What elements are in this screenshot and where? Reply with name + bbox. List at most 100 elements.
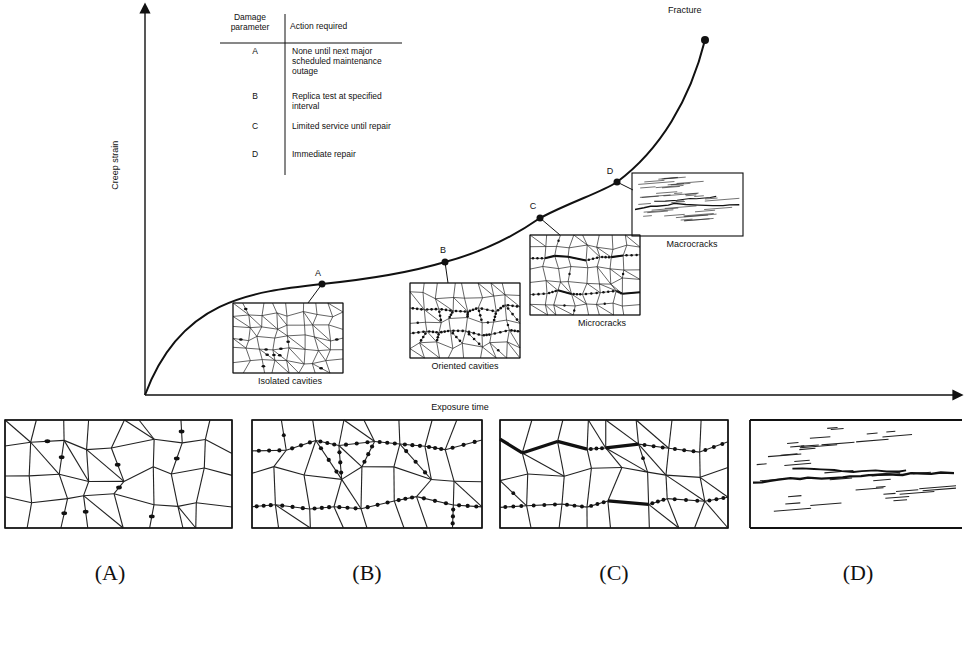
grain-boundary — [522, 453, 564, 476]
grain-boundary — [439, 309, 453, 311]
cavity — [483, 334, 486, 337]
grain-boundary — [623, 254, 640, 256]
cavity — [565, 503, 569, 507]
grain-boundary — [424, 308, 439, 310]
grain-boundary — [608, 501, 649, 504]
cavity — [451, 332, 454, 335]
grain-boundary — [178, 503, 196, 507]
cavity — [450, 313, 453, 316]
grain-boundary — [304, 349, 306, 364]
grain-boundary — [360, 467, 362, 509]
grain-boundary — [505, 294, 520, 296]
cavity — [488, 333, 491, 336]
grain-boundary — [334, 507, 344, 528]
grain-boundary — [410, 322, 425, 323]
cavity — [370, 444, 374, 448]
grain-boundary — [362, 466, 394, 467]
grain-boundary — [250, 328, 257, 337]
cavity — [116, 486, 122, 490]
crack-line — [644, 180, 664, 182]
grain-boundary — [454, 297, 465, 299]
grain-boundary — [597, 267, 610, 269]
grain-boundary — [205, 420, 210, 439]
panel-caption: (C) — [584, 560, 644, 585]
cavity — [507, 304, 510, 307]
grain-boundary — [555, 255, 568, 257]
cavity — [385, 441, 389, 445]
grain-boundary — [314, 337, 330, 350]
cavity — [332, 442, 336, 446]
crack-line — [900, 491, 935, 494]
stage-caption: Macrocracks — [652, 239, 732, 249]
cavity — [366, 505, 370, 509]
grain-boundary — [63, 420, 64, 440]
grain-boundary — [262, 327, 278, 329]
crack-line — [774, 508, 811, 511]
grain-boundary — [554, 304, 575, 306]
grain-boundary — [494, 320, 507, 322]
grain-boundary — [273, 350, 287, 361]
crack-line — [683, 213, 713, 215]
cavity — [327, 458, 331, 462]
grain-boundary — [545, 294, 547, 305]
grain-boundary — [303, 312, 304, 326]
crack-line — [644, 210, 674, 212]
crack-line — [663, 193, 698, 196]
grain-boundary — [204, 468, 232, 475]
cavity — [255, 504, 259, 508]
grain-boundary — [490, 341, 507, 343]
grain-boundary — [84, 496, 124, 528]
cavity — [608, 256, 611, 259]
cavity — [579, 293, 582, 296]
grain-boundary — [425, 420, 432, 446]
cavity — [440, 308, 443, 311]
cavity — [474, 504, 478, 508]
grain-boundary — [505, 305, 506, 320]
label-text: Fracture — [668, 5, 728, 15]
cavity — [464, 310, 467, 313]
cavity — [502, 305, 505, 308]
crack-line — [643, 215, 652, 217]
grain-boundary — [5, 442, 31, 446]
grain-boundary — [605, 420, 606, 448]
grain-boundary — [59, 474, 67, 498]
cavity — [451, 507, 455, 511]
grain-boundary — [543, 258, 545, 266]
cavity — [537, 293, 540, 296]
cavity — [554, 290, 557, 293]
crack-line — [810, 503, 841, 505]
grain-boundary — [588, 420, 605, 448]
grain-boundary — [204, 439, 205, 467]
grain-boundary — [568, 267, 571, 282]
grain-structure — [410, 283, 520, 358]
grain-boundary — [611, 284, 623, 294]
grain-boundary — [568, 248, 569, 257]
cavity — [410, 495, 414, 499]
grain-boundary — [417, 497, 454, 505]
cavity — [604, 303, 606, 305]
grain-boundary — [610, 269, 612, 284]
cavity — [244, 308, 248, 311]
grain-boundary — [330, 341, 331, 350]
cavity — [416, 307, 419, 310]
y-axis — [144, 8, 145, 395]
cavity — [278, 354, 282, 357]
grain-boundary — [582, 293, 600, 295]
micrograph-frame — [500, 420, 728, 528]
grain-boundary — [554, 290, 558, 305]
crack-line — [784, 463, 811, 465]
cavity — [378, 440, 382, 444]
grain-boundary — [575, 304, 586, 306]
grain-boundary — [342, 479, 361, 508]
table-rule — [220, 43, 402, 44]
cavity — [365, 440, 369, 444]
grain-boundary — [627, 245, 640, 247]
grain-boundary — [262, 360, 264, 373]
cavity — [720, 442, 724, 446]
cavity — [320, 506, 324, 510]
grain-boundary — [573, 306, 575, 315]
grain-boundary — [527, 474, 528, 506]
cavity — [572, 293, 575, 296]
grain-boundary — [304, 325, 306, 335]
